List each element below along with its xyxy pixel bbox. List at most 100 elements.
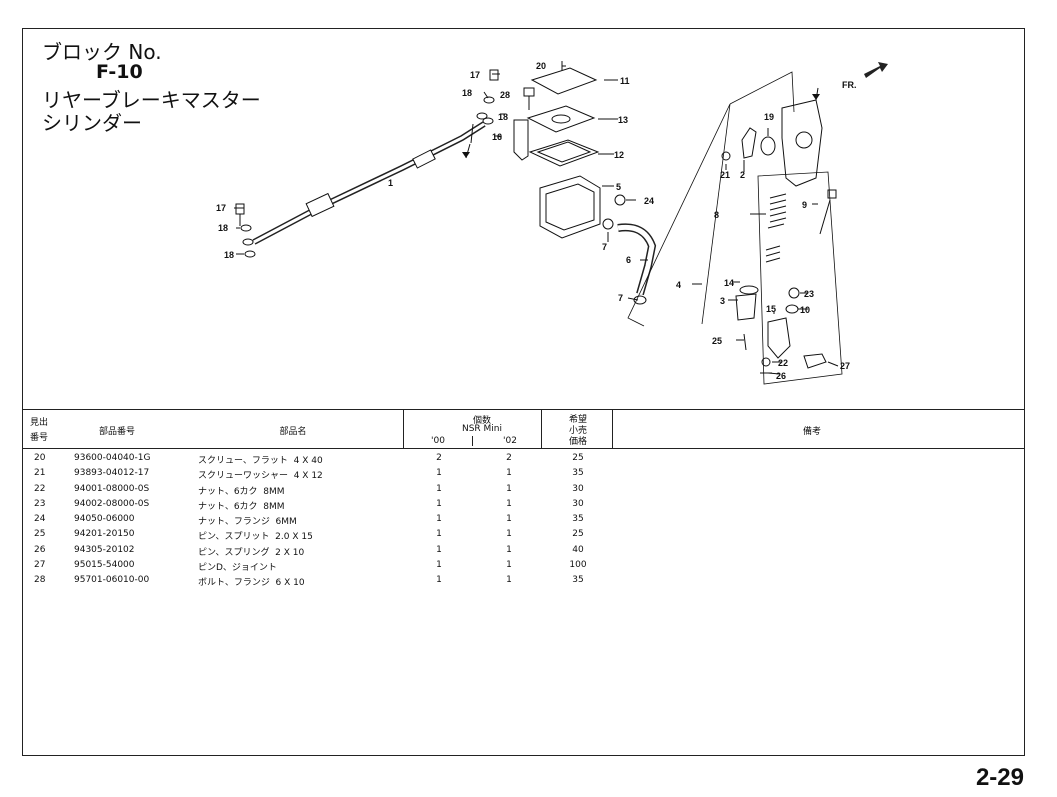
callout-label: 26 [776, 371, 786, 381]
part-name-cell: ナット、フランジ 6MM [198, 517, 297, 528]
ref-cell: 22 [34, 483, 46, 494]
header-year-1: '00 [431, 436, 445, 446]
part-name-cell: ピン、スプリット 2.0 X 15 [198, 532, 313, 543]
price-cell: 35 [572, 468, 584, 479]
qty-2002-cell: 1 [506, 514, 512, 525]
part-name-cell: ボルト、フランジ 6 X 10 [198, 578, 305, 589]
callout-label: 18 [498, 112, 508, 122]
callout-label: 12 [614, 150, 624, 160]
callout-label: 8 [714, 210, 719, 220]
callout-label: 9 [802, 200, 807, 210]
callout-label: 16 [492, 132, 502, 142]
block-name-line2: シリンダー [42, 111, 142, 135]
qty-2000-cell: 1 [436, 468, 442, 479]
callout-label: 10 [800, 305, 810, 315]
table-row: 27 95015-54000 ピンD、ジョイント 1 1 100 [22, 559, 1025, 574]
callout-label: 13 [618, 115, 628, 125]
part-number-cell: 95701-06010-00 [74, 575, 150, 586]
block-label: ブロック No. [42, 40, 162, 64]
callout-label: 1 [388, 178, 393, 188]
callout-label: 25 [712, 336, 722, 346]
parts-table-header: 見出 番号 部品番号 部品名 個数 NSR Mini '00 '02 希望 小売… [22, 409, 1025, 449]
price-cell: 35 [572, 514, 584, 525]
ref-cell: 26 [34, 544, 46, 555]
part-name-cell: スクリュー、フラット 4 X 40 [198, 456, 323, 466]
callout-label: 28 [500, 90, 510, 100]
qty-2002-cell: 1 [506, 560, 512, 571]
callout-label: 17 [470, 70, 480, 80]
qty-2002-cell: 1 [506, 575, 512, 586]
part-number-cell: 94002-08000-0S [74, 498, 150, 509]
callout-label: 17 [216, 203, 226, 213]
ref-cell: 25 [34, 529, 46, 540]
callout-label: 21 [720, 170, 730, 180]
page-number: 2-29 [975, 764, 1024, 791]
price-cell: 25 [572, 529, 584, 540]
callout-label: 14 [724, 278, 734, 288]
callout-label: 23 [804, 289, 814, 299]
part-name-cell: ピン、スプリング 2 X 10 [198, 547, 305, 558]
ref-cell: 27 [34, 560, 46, 571]
table-row: 28 95701-06010-00 ボルト、フランジ 6 X 10 1 1 35 [22, 574, 1025, 589]
header-ref-line2: 番号 [29, 433, 48, 443]
price-cell: 40 [572, 544, 584, 555]
block-code: F-10 [96, 61, 143, 83]
qty-2002-cell: 1 [506, 498, 512, 509]
part-number-cell: 94201-20150 [74, 529, 135, 540]
qty-2000-cell: 1 [436, 514, 442, 525]
header-remarks: 備考 [802, 427, 821, 437]
callout-label: 7 [618, 293, 623, 303]
callout-label: 3 [720, 296, 725, 306]
callout-label: 18 [224, 250, 234, 260]
header-price-line1: 希望 [568, 415, 587, 425]
header-model: NSR Mini [461, 424, 503, 434]
callout-label: 27 [840, 361, 850, 371]
header-part-name: 部品名 [279, 427, 307, 437]
ref-cell: 28 [34, 575, 46, 586]
callout-label: 4 [676, 280, 681, 290]
header-ref-line1: 見出 [29, 418, 48, 428]
price-cell: 35 [572, 575, 584, 586]
price-cell: 100 [569, 560, 587, 571]
part-name-cell: ナット、6カク 8MM [198, 501, 285, 512]
part-number-cell: 95015-54000 [74, 560, 135, 571]
qty-2002-cell: 1 [506, 468, 512, 479]
callout-label: 20 [536, 61, 546, 71]
callout-label: 18 [218, 223, 228, 233]
qty-2002-cell: 1 [506, 544, 512, 555]
qty-2000-cell: 1 [436, 483, 442, 494]
qty-2000-cell: 2 [436, 453, 442, 463]
part-number-cell: 94305-20102 [74, 544, 135, 555]
header-year-2: '02 [503, 436, 517, 446]
price-cell: 30 [572, 498, 584, 509]
header-quantity: 個数 [472, 416, 491, 426]
qty-2002-cell: 1 [506, 483, 512, 494]
part-number-cell: 93600-04040-1G [74, 453, 151, 463]
callout-label: 2 [740, 170, 745, 180]
qty-2000-cell: 1 [436, 575, 442, 586]
part-number-cell: 93893-04012-17 [74, 468, 150, 479]
part-name-cell: ナット、6カク 8MM [198, 486, 285, 497]
header-price-line3: 価格 [568, 437, 587, 447]
callout-label: 22 [778, 358, 788, 368]
callout-label: 18 [462, 88, 472, 98]
ref-cell: 21 [34, 468, 46, 479]
qty-2000-cell: 1 [436, 560, 442, 571]
callout-label: 7 [602, 242, 607, 252]
column-divider [541, 410, 542, 448]
callout-label: 19 [764, 112, 774, 122]
callout-numbers: 20 11 17 18 28 18 16 13 12 1 5 24 7 6 7 … [216, 61, 850, 381]
price-cell: 30 [572, 483, 584, 494]
fr-label: FR. [842, 80, 857, 90]
ref-cell: 24 [34, 514, 46, 525]
qty-2000-cell: 1 [436, 498, 442, 509]
part-name-cell: スクリューワッシャー 4 X 12 [198, 471, 323, 482]
callout-label: 6 [626, 255, 631, 265]
part-name-cell: ピンD、ジョイント [198, 563, 277, 574]
callout-label: 5 [616, 182, 621, 192]
